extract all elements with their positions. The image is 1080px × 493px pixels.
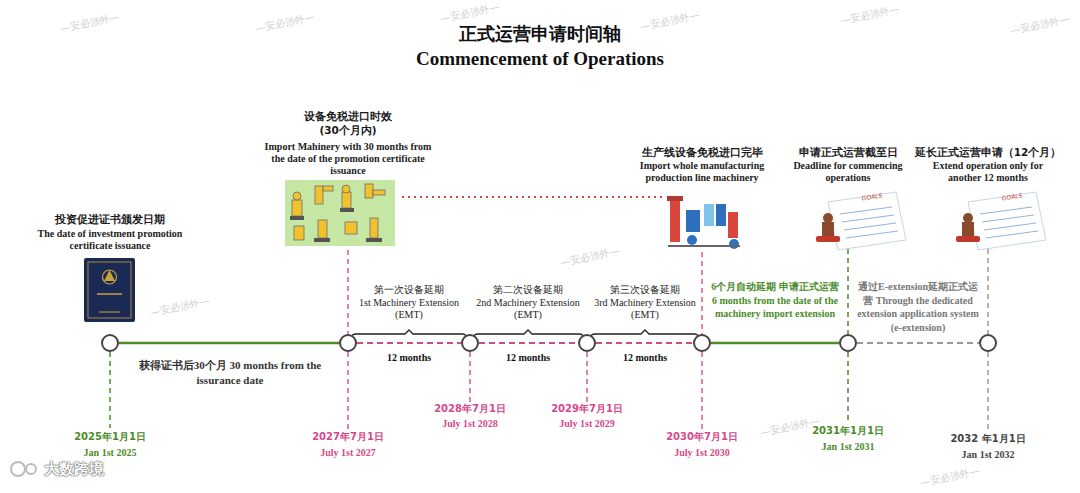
segment-label: 通过E-extension延期正式运营 Through the dedicate… — [856, 280, 980, 334]
logo-text: 大数跨境 — [44, 460, 104, 479]
milestone-date: 2028年7月1日 — [415, 403, 525, 415]
timeline-milestone: 2028年7月1日July 1st 2028 — [461, 334, 479, 352]
milestone-heading: 生产线设备免税进口完毕 — [627, 146, 777, 160]
extension-note: 1st Machinery Extension (EMT) — [354, 297, 464, 321]
watermark: —安必涉外— — [839, 2, 901, 28]
watermark: —安必涉外— — [439, 0, 501, 26]
milestone-note: Deadline for commencing operations — [788, 160, 908, 184]
milestone-date: 2032 年1月1日 — [928, 433, 1048, 445]
milestone-date: 2030年7月1日 — [642, 431, 762, 443]
milestone-date: 2027年7月1日 — [288, 431, 408, 443]
milestone-note: Import Mahinery with 30 months from the … — [262, 141, 434, 177]
milestone-note: Extend operation only for another 12 mon… — [923, 160, 1053, 184]
timeline-segment — [119, 342, 339, 345]
milestone-heading: 设备免税进口时效 (30个月内) — [298, 110, 398, 137]
extension-heading: 第二次设备延期 — [473, 283, 583, 297]
milestone-date: Jan 1st 2032 — [928, 449, 1048, 461]
timeline-milestone: 设备免税进口时效 (30个月内)Import Mahinery with 30 … — [339, 334, 357, 352]
milestone-date: July 1st 2030 — [642, 447, 762, 459]
milestone-date: July 1st 2027 — [288, 447, 408, 459]
extension-note: 3rd Machinery Extension (EMT) — [590, 297, 700, 321]
watermark: —安必涉外— — [254, 10, 316, 36]
milestone-date: July 1st 2028 — [415, 418, 525, 430]
timeline-milestone: 申请正式运营截至日Deadline for commencing operati… — [839, 334, 857, 352]
milestone-heading: 投资促进证书颁发日期 — [35, 213, 185, 227]
segment-label: 12 months — [600, 351, 690, 365]
extension-heading: 第三次设备延期 — [590, 283, 700, 297]
watermark: —安必涉外— — [759, 414, 821, 440]
segment-label: 6个月自动延期 申请正式运营 6 months from the date of… — [710, 280, 840, 321]
segment-label: 12 months — [483, 351, 573, 365]
watermark: —安必涉外— — [639, 8, 701, 34]
timeline-milestone: 延长正式运营申请（12个月）Extend operation only for … — [979, 334, 997, 352]
timeline-segment — [479, 342, 578, 344]
milestone-note: The date of investment promotion certifi… — [35, 228, 185, 252]
milestone-date: Jan 1st 2025 — [50, 447, 170, 459]
segment-label: 12 months — [364, 351, 454, 365]
watermark: —安必涉外— — [1009, 12, 1071, 38]
milestone-date: Jan 1st 2031 — [788, 441, 908, 453]
watermark: —安必涉外— — [59, 10, 121, 36]
diagram-title: 正式运营申请时间轴 — [459, 22, 621, 46]
extension-note: 2nd Machinery Extension (EMT) — [473, 297, 583, 321]
timeline-milestone: 投资促进证书颁发日期The date of investment promoti… — [101, 334, 119, 352]
milestone-note: Import whole manufacturing production li… — [632, 160, 772, 184]
timeline-milestone: 2029年7月1日July 1st 2029 — [578, 334, 596, 352]
milestone-heading: 申请正式运营截至日 — [783, 146, 913, 160]
timeline-segment — [857, 342, 979, 344]
watermark: —安必涉外— — [149, 294, 211, 320]
milestone-heading: 延长正式运营申请（12个月） — [913, 146, 1063, 160]
watermark: —安必涉外— — [919, 464, 981, 490]
timeline-milestone: 生产线设备免税进口完毕Import whole manufacturing pr… — [693, 334, 711, 352]
diagram-subtitle: Commencement of Operations — [416, 48, 664, 70]
extension-heading: 第一次设备延期 — [354, 283, 464, 297]
timeline-segment — [596, 342, 693, 344]
timeline-segment — [357, 342, 461, 344]
watermark: —安必涉外— — [559, 244, 621, 270]
milestone-date: July 1st 2029 — [532, 418, 642, 430]
segment-label: 获得证书后30个月 30 months from the issurance d… — [135, 358, 325, 388]
milestone-date: 2025年1月1日 — [50, 431, 170, 443]
milestone-date: 2029年7月1日 — [532, 403, 642, 415]
timeline-segment — [711, 342, 839, 345]
